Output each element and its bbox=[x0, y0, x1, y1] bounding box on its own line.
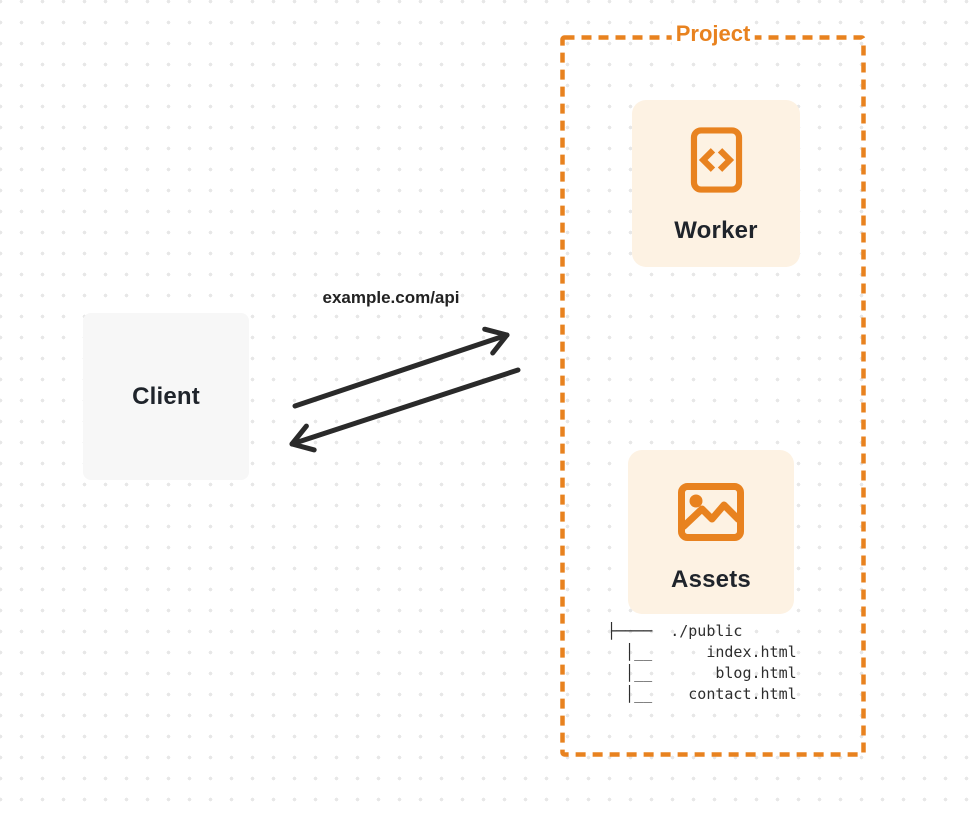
request-arrow-icon bbox=[292, 326, 510, 409]
image-icon bbox=[677, 482, 745, 547]
code-file-icon bbox=[690, 126, 743, 199]
file-tree: ├──── ./public │__ index.html │__ blog.h… bbox=[607, 621, 797, 705]
response-arrow-icon bbox=[289, 367, 521, 453]
assets-card: Assets bbox=[628, 450, 794, 614]
file-tree-line: ├──── ./public bbox=[607, 622, 743, 640]
assets-label: Assets bbox=[671, 566, 751, 593]
file-tree-line: │__ blog.html bbox=[607, 664, 797, 682]
project-label: Project bbox=[671, 21, 755, 47]
client-node: Client bbox=[83, 313, 249, 480]
project-boundary: Project Worker Assets bbox=[560, 21, 866, 757]
file-tree-line: │__ index.html bbox=[607, 643, 797, 661]
worker-card: Worker bbox=[632, 100, 800, 267]
request-url-label: example.com/api bbox=[322, 288, 460, 307]
file-tree-line: │__ contact.html bbox=[607, 685, 797, 703]
worker-label: Worker bbox=[674, 217, 758, 244]
project-dashed-border bbox=[560, 35, 866, 757]
client-label: Client bbox=[132, 382, 200, 410]
